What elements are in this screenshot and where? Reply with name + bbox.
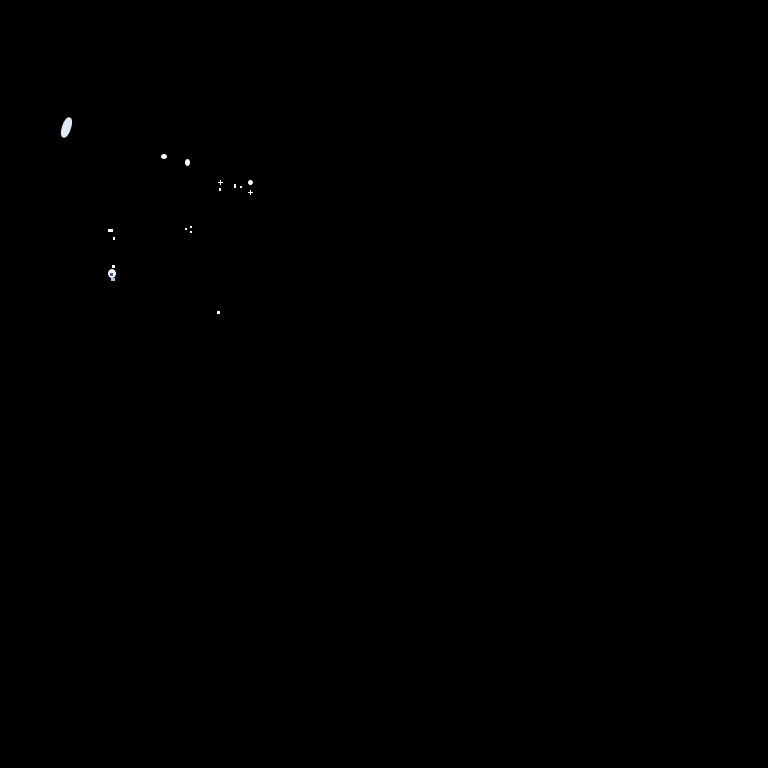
dot-speck (112, 265, 115, 268)
y-shaped-blob (185, 159, 190, 166)
blue-cluster-highlight (110, 273, 113, 276)
dot-speck (240, 186, 242, 188)
diagonal-streak (58, 116, 75, 139)
dot-speck (113, 237, 115, 240)
dot-speck (217, 311, 220, 314)
plus-speck-bar-v (250, 190, 251, 195)
plus-speck (218, 180, 223, 185)
plus-speck (248, 190, 253, 195)
arrow-blob (161, 154, 167, 159)
dot-speck (234, 184, 236, 188)
dot-speck (219, 188, 221, 191)
blue-cluster-tail (111, 278, 115, 281)
dash-speck (108, 229, 113, 232)
dot-speck (185, 228, 187, 230)
plus-speck-bar-v (220, 180, 221, 185)
dot-speck (190, 226, 192, 228)
dot-speck (190, 231, 192, 233)
angled-blob (247, 179, 254, 186)
